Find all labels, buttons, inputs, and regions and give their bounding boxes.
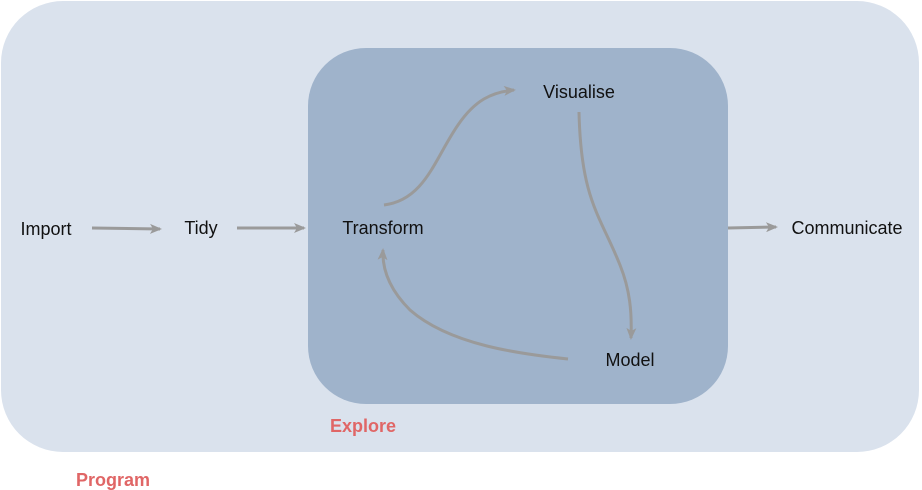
program-label: Program [75,470,151,490]
node-tidy: Tidy [184,218,218,238]
node-communicate: Communicate [791,218,903,238]
node-import: Import [20,219,72,239]
explore-region [308,48,728,404]
edge-explore-communicate [727,222,778,233]
edge-model-transform [377,248,569,361]
edge-import-tidy [91,223,162,234]
node-model: Model [605,350,655,370]
explore-label: Explore [329,416,397,436]
edge-visualise-model [577,111,637,340]
node-visualise: Visualise [543,82,615,102]
node-transform: Transform [342,218,424,238]
edge-transform-visualise [383,85,516,207]
